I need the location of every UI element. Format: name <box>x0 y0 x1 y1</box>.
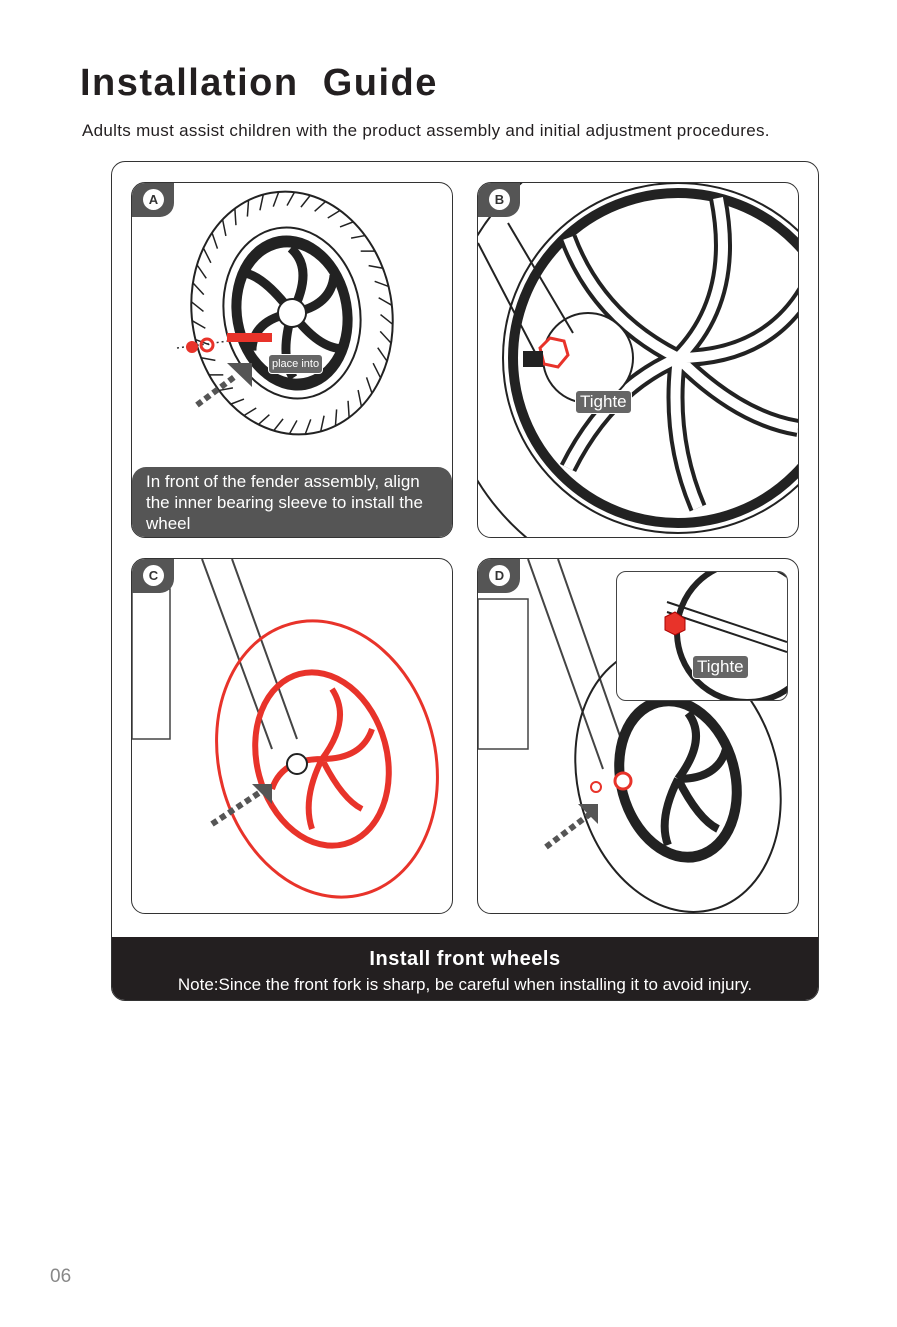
tire-tread-mark <box>234 208 237 226</box>
fork-wheel-illustration-c <box>132 559 439 899</box>
tire-tread-mark <box>243 407 257 417</box>
tighten-detail-illustration <box>664 572 787 700</box>
tire-tread-mark <box>339 221 354 228</box>
panel-a: A place into In front of the fender asse… <box>131 182 453 538</box>
safety-note: Note:Since the front fork is sharp, be c… <box>177 975 753 994</box>
tire-tread-mark <box>230 398 245 405</box>
tire-tread-mark <box>319 415 325 432</box>
tire-tread-mark <box>286 191 296 206</box>
step-heading: Install front wheels <box>369 948 561 970</box>
tire-tread-mark <box>196 264 207 279</box>
tire-tread-mark <box>334 409 338 426</box>
installation-frame: A place into In front of the fender asse… <box>111 161 819 1001</box>
step-badge-a: A <box>132 183 174 217</box>
tire-tread-mark <box>360 250 375 252</box>
step-label: D <box>489 565 510 586</box>
step-label: A <box>143 189 164 210</box>
fork-wheel-illustration-d <box>478 559 782 913</box>
tire-tread-mark <box>288 420 298 435</box>
tire-tread-mark <box>374 280 389 288</box>
wheel-closeup-illustration-b <box>478 183 798 537</box>
tire-tread-mark <box>191 320 206 329</box>
panel-b: B Tighte <box>477 182 799 538</box>
tire-tread-mark <box>202 247 212 264</box>
tire-tread-mark <box>246 200 250 217</box>
tire-tread-mark <box>192 282 205 296</box>
step-badge-b: B <box>478 183 520 217</box>
wheel-illustration-a <box>176 190 394 436</box>
callout-tag: place into <box>268 354 324 374</box>
tire-tread-mark <box>273 418 284 432</box>
tire-tread-mark <box>378 297 393 306</box>
step-badge-d: D <box>478 559 520 593</box>
tire-tread-mark <box>304 419 312 435</box>
tire-tread-mark <box>211 232 219 249</box>
tire-tread-mark <box>372 362 382 379</box>
tire-tread-mark <box>357 389 363 407</box>
tire-tread-mark <box>368 264 384 269</box>
tire-tread-mark <box>327 209 341 219</box>
tire-tread-mark <box>379 330 392 344</box>
tire-tread-mark <box>221 219 227 237</box>
tire-tread-mark <box>347 400 350 418</box>
step-label: B <box>489 189 510 210</box>
callout-tag: Tighte <box>575 390 632 414</box>
tire-tread-mark <box>314 200 327 212</box>
tire-tread-mark <box>300 194 311 208</box>
tire-tread-mark <box>209 374 224 376</box>
tire-tread-mark <box>257 414 270 426</box>
step-badge-c: C <box>132 559 174 593</box>
step-footer: Install front wheels Note:Since the fron… <box>112 937 818 1000</box>
tire-tread-mark <box>218 387 234 392</box>
tire-tread-mark <box>377 347 388 362</box>
detail-inset <box>616 571 788 701</box>
tire-tread-mark <box>350 234 366 239</box>
tire-tread-mark <box>365 377 373 394</box>
tire-tread-mark <box>272 191 280 207</box>
step-label: C <box>143 565 164 586</box>
page-title: Installation Guide <box>80 62 438 104</box>
tire-tread-mark <box>200 357 216 362</box>
page-number: 06 <box>50 1266 72 1287</box>
tire-tread-mark <box>380 313 394 325</box>
page-subtitle: Adults must assist children with the pro… <box>82 121 770 140</box>
step-caption: In front of the fender assembly, align t… <box>132 467 452 537</box>
tire-tread-mark <box>190 301 204 313</box>
tire-tread-mark <box>259 194 265 211</box>
panel-d: Tighte D <box>477 558 799 914</box>
callout-tag: Tighte <box>692 655 749 679</box>
panel-c: C <box>131 558 453 914</box>
